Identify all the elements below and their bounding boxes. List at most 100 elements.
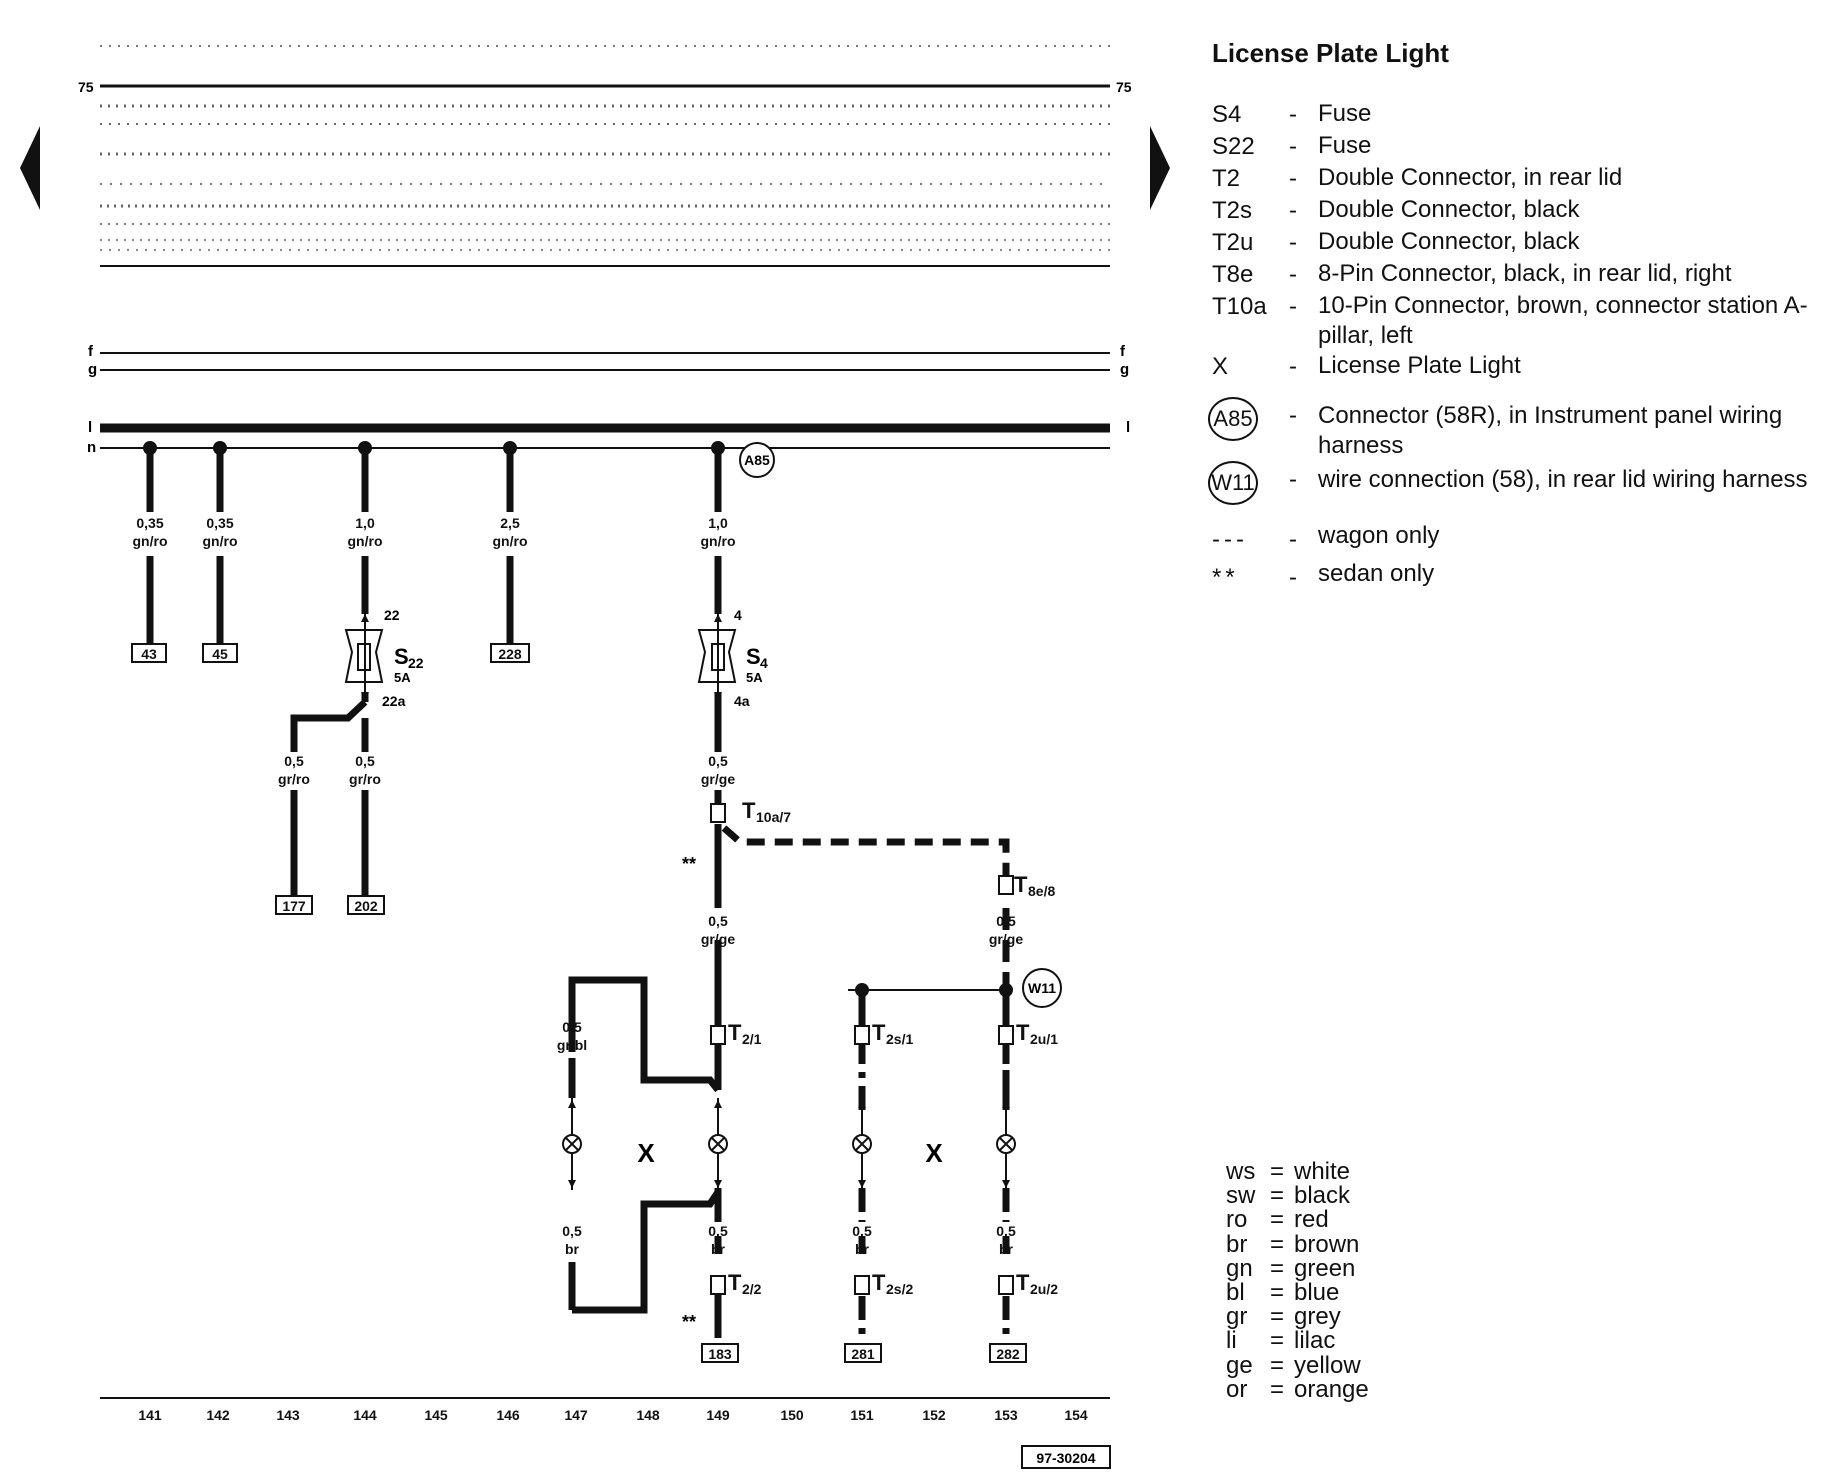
color-eq: = — [1270, 1327, 1285, 1355]
connector-subscript: 2/2 — [742, 1281, 762, 1297]
color-eq: = — [1270, 1351, 1285, 1379]
connector-subscript: 2s/2 — [886, 1281, 913, 1297]
legend-dash: - — [1289, 101, 1297, 128]
symbol-code: ** — [1212, 564, 1239, 591]
fuse-s22: 22 22a S 22 5A — [344, 607, 424, 709]
color-eq: = — [1270, 1279, 1285, 1307]
connection-label-a85: A85 — [744, 452, 770, 468]
connector-pin-icon — [854, 1275, 870, 1295]
bulb-label: X — [637, 1138, 655, 1168]
color-eq: = — [1270, 1182, 1285, 1210]
color-key-row: br = brown — [1226, 1230, 1369, 1258]
ref-box[interactable] — [275, 895, 313, 915]
connector-subscript: 2s/1 — [886, 1031, 913, 1047]
wire-gauge: 0,5 — [708, 753, 728, 769]
ref-box[interactable] — [701, 1343, 739, 1363]
wire-color-key: ws=white sw=black ro=red br=brown gn=gre… — [1226, 1158, 1369, 1402]
bulb-symbols — [562, 1134, 1016, 1154]
wire-color: gn/ro — [493, 533, 528, 549]
color-eq: = — [1270, 1230, 1285, 1258]
legend-row-s4: S4 - Fuse — [1212, 99, 1842, 131]
top-bus-area: 75 75 — [78, 45, 1132, 267]
color-key-row: gn=green — [1226, 1254, 1369, 1282]
connector-pin-icon — [854, 1025, 870, 1045]
component-list: S4 - Fuse S22 - Fuse T2 - Double Connect… — [1212, 99, 1842, 383]
component-code: X — [1212, 353, 1229, 380]
track-number: 153 — [994, 1407, 1018, 1423]
wire-gauge: 0,5 — [708, 913, 728, 929]
connector-name: T — [742, 798, 756, 823]
color-name: red — [1294, 1206, 1329, 1234]
ref-box[interactable] — [202, 643, 238, 663]
bulb-icon — [996, 1134, 1016, 1154]
track-number: 149 — [706, 1407, 730, 1423]
component-description: 10-Pin Connector, brown, connector stati… — [1318, 292, 1808, 349]
color-abbr: br — [1226, 1230, 1248, 1258]
legend-dash: - — [1289, 402, 1297, 429]
bus-number-right: 75 — [1116, 79, 1132, 95]
fuse-subscript: 4 — [760, 655, 768, 671]
wire-color: gr/ge — [701, 931, 735, 947]
connection-label-w11: W11 — [1028, 980, 1056, 996]
wire-color: gn/ro — [348, 533, 383, 549]
track-number: 146 — [496, 1407, 520, 1423]
ref-box[interactable] — [989, 1343, 1027, 1363]
connector-subscript: 10a/7 — [756, 809, 791, 825]
connection-circle-a85[interactable] — [739, 442, 775, 478]
legend-row-w11: W11 - wire connection (58), in rear lid … — [1208, 461, 1842, 505]
component-code: T2 — [1212, 165, 1241, 192]
component-description: Double Connector, black — [1318, 196, 1580, 223]
legend-dash: - — [1289, 261, 1297, 288]
wagon-only-wire — [721, 825, 1010, 878]
color-key-row: ge=yellow — [1226, 1351, 1369, 1379]
component-legend: License Plate Light S4 - Fuse S22 - Fuse… — [1208, 30, 1842, 597]
power-rails: f f g g l l n — [87, 343, 1130, 456]
previous-page-arrow[interactable] — [20, 126, 40, 210]
current-track-numbers: 141 142 143 144 145 146 147 148 149 150 … — [138, 1407, 1088, 1423]
ref-box[interactable] — [490, 643, 530, 663]
color-eq: = — [1270, 1254, 1285, 1282]
legend-dash: - — [1289, 353, 1297, 380]
legend-dash: - — [1289, 165, 1297, 192]
rail-label-l-left: l — [88, 419, 92, 436]
connector-subscript: 8e/8 — [1028, 883, 1055, 899]
connector-labels: T 10a/7 T 8e/8 T 2/1 T 2s/1 T 2u/1 T 2/2… — [728, 798, 1058, 1297]
rail-label-f-left: f — [88, 343, 94, 360]
fuse-name: S — [746, 644, 761, 669]
bus-number-left: 75 — [78, 79, 94, 95]
bulb-arrows — [568, 1100, 1010, 1188]
color-abbr: gn — [1226, 1254, 1253, 1282]
track-number: 143 — [276, 1407, 300, 1423]
wire-color: gr/ro — [349, 771, 381, 787]
legend-row-t8e: T8e - 8-Pin Connector, black, in rear li… — [1212, 259, 1842, 291]
color-abbr: ws — [1226, 1158, 1256, 1185]
track-number: 148 — [636, 1407, 660, 1423]
connection-code-w11: W11 — [1208, 461, 1258, 505]
ref-box-label: 45 — [212, 646, 228, 662]
color-eq: = — [1270, 1303, 1285, 1331]
connector-symbols — [710, 803, 1014, 1295]
connector-name: T — [1016, 1020, 1030, 1045]
connector-name: T — [1016, 1270, 1030, 1295]
connector-name: T — [872, 1270, 886, 1295]
legend-dash: - — [1289, 466, 1297, 493]
ref-box[interactable] — [131, 643, 167, 663]
next-page-arrow[interactable] — [1150, 126, 1170, 210]
ref-box[interactable] — [347, 895, 385, 915]
connector-pin-icon — [998, 875, 1014, 895]
track-number: 142 — [206, 1407, 230, 1423]
color-key-row: bl=blue — [1226, 1279, 1369, 1307]
fuse-rating: 5A — [394, 670, 411, 685]
component-code: T10a — [1212, 293, 1267, 320]
connection-circle-w11[interactable] — [1022, 968, 1062, 1008]
wire-color: gr/ge — [989, 931, 1023, 947]
track-number: 145 — [424, 1407, 448, 1423]
track-number: 154 — [1064, 1407, 1088, 1423]
color-eq: = — [1270, 1206, 1285, 1234]
ref-box[interactable] — [844, 1343, 882, 1363]
color-abbr: ge — [1226, 1351, 1253, 1379]
color-name: brown — [1294, 1230, 1360, 1258]
color-key-row: ws=white — [1226, 1158, 1369, 1185]
legend-dash: - — [1289, 564, 1297, 591]
